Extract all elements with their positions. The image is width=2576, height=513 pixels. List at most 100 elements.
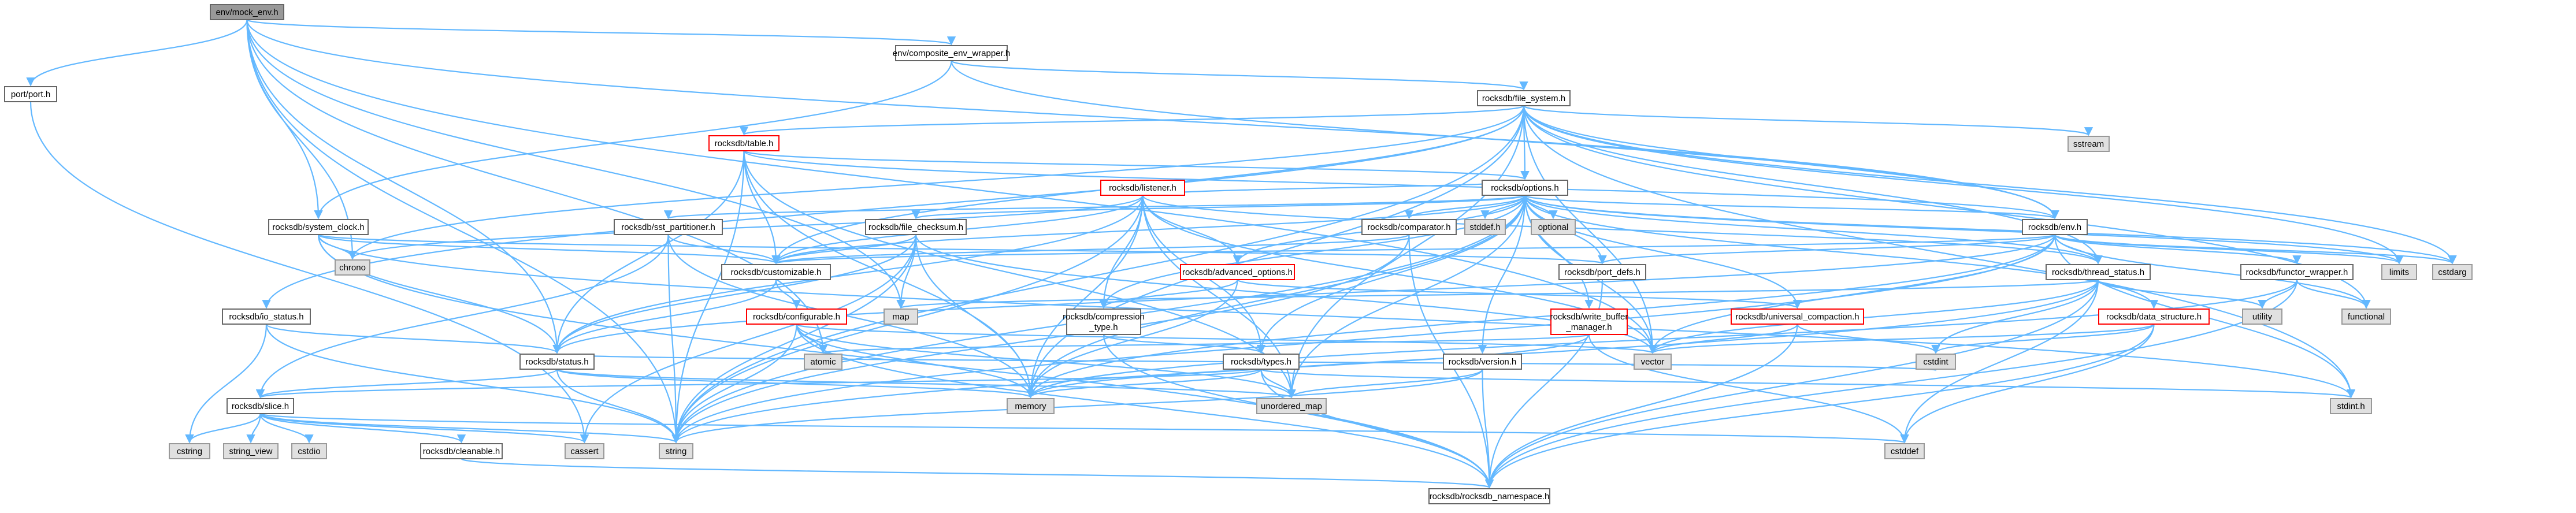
edge-universal-compaction-to-vector bbox=[1648, 324, 1798, 354]
node-sstream[interactable]: sstream bbox=[2068, 136, 2110, 152]
edge-write-buffer-manager-to-atomic bbox=[819, 333, 1590, 354]
node-customizable[interactable]: rocksdb/customizable.h bbox=[721, 264, 831, 280]
edge-customizable-to-configurable bbox=[775, 279, 801, 309]
node-box bbox=[2068, 136, 2110, 152]
node-label: vector bbox=[1641, 357, 1665, 367]
node-label: rocksdb/advanced_options.h bbox=[1182, 267, 1293, 277]
node-composite[interactable]: env/composite_env_wrapper.h bbox=[893, 45, 1010, 61]
node-box bbox=[169, 443, 210, 459]
node-box bbox=[1066, 308, 1141, 335]
node-comparator[interactable]: rocksdb/comparator.h bbox=[1361, 219, 1457, 235]
node-limits[interactable]: limits bbox=[2381, 264, 2417, 280]
node-label: env/composite_env_wrapper.h bbox=[893, 49, 1010, 58]
node-cstdio[interactable]: cstdio bbox=[291, 443, 327, 459]
edge-slice-to-cstddef bbox=[259, 412, 1909, 444]
edge-options-to-cstdarg bbox=[1524, 195, 2457, 265]
node-port-defs[interactable]: rocksdb/port_defs.h bbox=[1558, 264, 1646, 280]
node-atomic[interactable]: atomic bbox=[804, 354, 842, 370]
node-stdint-h[interactable]: stdint.h bbox=[2330, 398, 2372, 414]
node-vector[interactable]: vector bbox=[1634, 354, 1672, 370]
node-box bbox=[1361, 219, 1457, 235]
node-data-structure[interactable]: rocksdb/data_structure.h bbox=[2098, 308, 2210, 325]
node-box bbox=[2046, 264, 2151, 280]
node-write-buffer-manager[interactable]: rocksdb/write_buffer_manager.h bbox=[1550, 308, 1628, 335]
edge-composite-to-file-system bbox=[951, 60, 1528, 91]
edge-io-status-to-cstring bbox=[185, 324, 268, 444]
node-functor-wrapper[interactable]: rocksdb/functor_wrapper.h bbox=[2240, 264, 2354, 280]
node-utility[interactable]: utility bbox=[2242, 308, 2282, 325]
node-label: cstdint bbox=[1923, 357, 1948, 367]
node-cstring[interactable]: cstring bbox=[169, 443, 210, 459]
node-version[interactable]: rocksdb/version.h bbox=[1443, 354, 1522, 370]
node-map[interactable]: map bbox=[884, 308, 918, 325]
node-cstddef[interactable]: cstddef bbox=[1884, 443, 1925, 459]
node-label: rocksdb/data_structure.h bbox=[2106, 312, 2202, 322]
node-slice[interactable]: rocksdb/slice.h bbox=[227, 398, 294, 414]
node-label: unordered_map bbox=[1261, 402, 1322, 411]
edge-file-system-to-functional bbox=[1523, 105, 2371, 309]
edge-options-to-customizable bbox=[771, 195, 1526, 265]
edge-functor-wrapper-to-functional bbox=[2296, 279, 2371, 309]
node-label: atomic bbox=[810, 357, 836, 367]
node-optional[interactable]: optional bbox=[1531, 219, 1576, 235]
edge-status-to-unordered-map bbox=[556, 368, 1296, 399]
node-box bbox=[1550, 308, 1628, 335]
edge-file-system-to-chrono bbox=[348, 105, 1525, 260]
node-configurable[interactable]: rocksdb/configurable.h bbox=[746, 308, 847, 325]
node-label: memory bbox=[1015, 402, 1046, 411]
node-box bbox=[884, 308, 918, 325]
node-label: chrono bbox=[339, 263, 366, 273]
node-compression-type[interactable]: rocksdb/compression_type.h bbox=[1063, 308, 1145, 335]
node-string-view[interactable]: string_view bbox=[223, 443, 279, 459]
edge-universal-compaction-to-cstdint bbox=[1796, 324, 1940, 354]
edge-configurable-to-unordered-map bbox=[796, 324, 1296, 399]
node-box bbox=[1558, 264, 1646, 280]
node-status[interactable]: rocksdb/status.h bbox=[519, 354, 595, 370]
node-sst-partitioner[interactable]: rocksdb/sst_partitioner.h bbox=[614, 219, 723, 235]
node-options[interactable]: rocksdb/options.h bbox=[1482, 180, 1568, 196]
node-env[interactable]: rocksdb/env.h bbox=[2022, 219, 2088, 235]
node-port[interactable]: port/port.h bbox=[4, 86, 57, 102]
node-universal-compaction[interactable]: rocksdb/universal_compaction.h bbox=[1731, 308, 1864, 325]
node-advanced-options[interactable]: rocksdb/advanced_options.h bbox=[1180, 264, 1295, 280]
node-system-clock[interactable]: rocksdb/system_clock.h bbox=[268, 219, 369, 235]
node-label: optional bbox=[1538, 222, 1569, 232]
edge-port-to-cassert bbox=[29, 101, 589, 444]
node-cstdint[interactable]: cstdint bbox=[1916, 354, 1956, 370]
node-cassert[interactable]: cassert bbox=[565, 443, 604, 459]
node-cstdarg[interactable]: cstdarg bbox=[2432, 264, 2473, 280]
node-box bbox=[1464, 219, 1506, 235]
node-table[interactable]: rocksdb/table.h bbox=[708, 135, 780, 151]
node-file-system[interactable]: rocksdb/file_system.h bbox=[1477, 90, 1571, 106]
edge-env-to-functional bbox=[2054, 234, 2371, 309]
node-box bbox=[1731, 308, 1864, 325]
node-functional[interactable]: functional bbox=[2341, 308, 2391, 325]
edge-table-to-env bbox=[743, 150, 2059, 220]
node-unordered-map[interactable]: unordered_map bbox=[1256, 398, 1327, 414]
node-box bbox=[1100, 180, 1185, 196]
node-label: rocksdb/cleanable.h bbox=[423, 447, 500, 456]
node-box bbox=[1180, 264, 1295, 280]
node-cleanable[interactable]: rocksdb/cleanable.h bbox=[420, 443, 503, 459]
node-label: rocksdb/slice.h bbox=[232, 402, 289, 411]
edge-configurable-to-memory bbox=[796, 324, 1035, 399]
node-box bbox=[335, 259, 370, 276]
node-io-status[interactable]: rocksdb/io_status.h bbox=[222, 308, 311, 325]
node-box bbox=[222, 308, 311, 325]
node-label: rocksdb/configurable.h bbox=[753, 312, 840, 322]
edge-mock-env-to-string bbox=[246, 19, 681, 444]
node-string[interactable]: string bbox=[659, 443, 693, 459]
node-box bbox=[1884, 443, 1925, 459]
node-types[interactable]: rocksdb/types.h bbox=[1223, 354, 1300, 370]
node-memory[interactable]: memory bbox=[1007, 398, 1055, 414]
node-listener[interactable]: rocksdb/listener.h bbox=[1100, 180, 1185, 196]
edge-table-to-options bbox=[743, 150, 1529, 180]
node-label: rocksdb/rocksdb_namespace.h bbox=[1430, 492, 1550, 501]
node-chrono[interactable]: chrono bbox=[335, 259, 370, 276]
node-file-checksum[interactable]: rocksdb/file_checksum.h bbox=[865, 219, 967, 235]
node-stddef-h[interactable]: stddef.h bbox=[1464, 219, 1506, 235]
edge-file-system-to-stdint-h bbox=[1523, 105, 2356, 399]
node-label: _manager.h bbox=[1565, 322, 1612, 332]
node-rocksdb-namespace[interactable]: rocksdb/rocksdb_namespace.h bbox=[1428, 488, 1550, 504]
node-thread-status[interactable]: rocksdb/thread_status.h bbox=[2046, 264, 2151, 280]
